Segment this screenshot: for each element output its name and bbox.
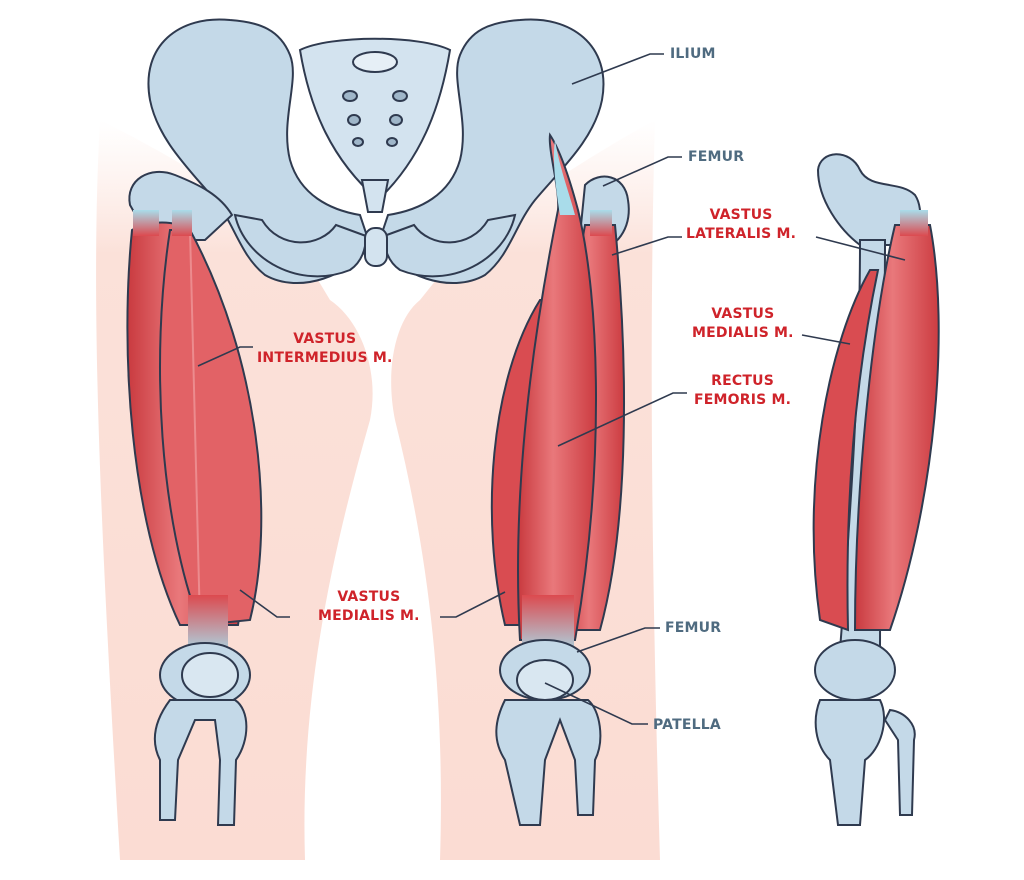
right-ilium xyxy=(376,18,605,284)
leader-femur-bottom xyxy=(576,627,660,653)
label-vastus-intermedius: VASTUS INTERMEDIUS M. xyxy=(257,331,393,366)
leader-lines xyxy=(197,53,906,725)
label-ilium: ILIUM xyxy=(670,46,716,62)
sacrum xyxy=(298,37,452,202)
leader-vastus-medialis-right xyxy=(801,334,851,345)
side-leg xyxy=(812,153,940,826)
left-pubis xyxy=(233,213,368,278)
label-vastus-lateralis: VASTUS LATERALIS M. xyxy=(686,207,797,242)
vastus-lateralis-side xyxy=(853,224,940,631)
label-vastus-medialis-center: VASTUS MEDIALIS M. xyxy=(318,589,420,624)
label-femur-top: FEMUR xyxy=(688,149,745,165)
left-ilium xyxy=(147,18,372,284)
vastus-medialis-side xyxy=(812,269,880,632)
left-tibia xyxy=(153,699,248,826)
label-femur-bottom: FEMUR xyxy=(665,620,722,636)
left-leg xyxy=(126,170,263,826)
center-tibia xyxy=(495,699,602,826)
leader-vastus-medialis-center xyxy=(440,591,506,618)
leader-rectus-femoris xyxy=(557,392,687,447)
leader-ilium xyxy=(571,53,664,85)
leader-patella xyxy=(544,682,648,725)
leader-femur-top xyxy=(602,156,682,187)
side-femur-head xyxy=(816,153,922,246)
leader-vastus-lateralis-side xyxy=(815,236,906,261)
center-leg xyxy=(490,132,630,826)
leader-vastus-medialis-left xyxy=(239,589,290,618)
label-rectus-femoris: RECTUS FEMORIS M. xyxy=(694,373,792,408)
leader-vastus-lateralis xyxy=(611,236,682,256)
side-tibia xyxy=(814,699,885,826)
pelvis xyxy=(147,18,605,284)
label-vastus-medialis-right: VASTUS MEDIALIS M. xyxy=(692,306,794,341)
leader-vastus-intermedius xyxy=(197,346,253,367)
label-patella: PATELLA xyxy=(653,717,721,733)
